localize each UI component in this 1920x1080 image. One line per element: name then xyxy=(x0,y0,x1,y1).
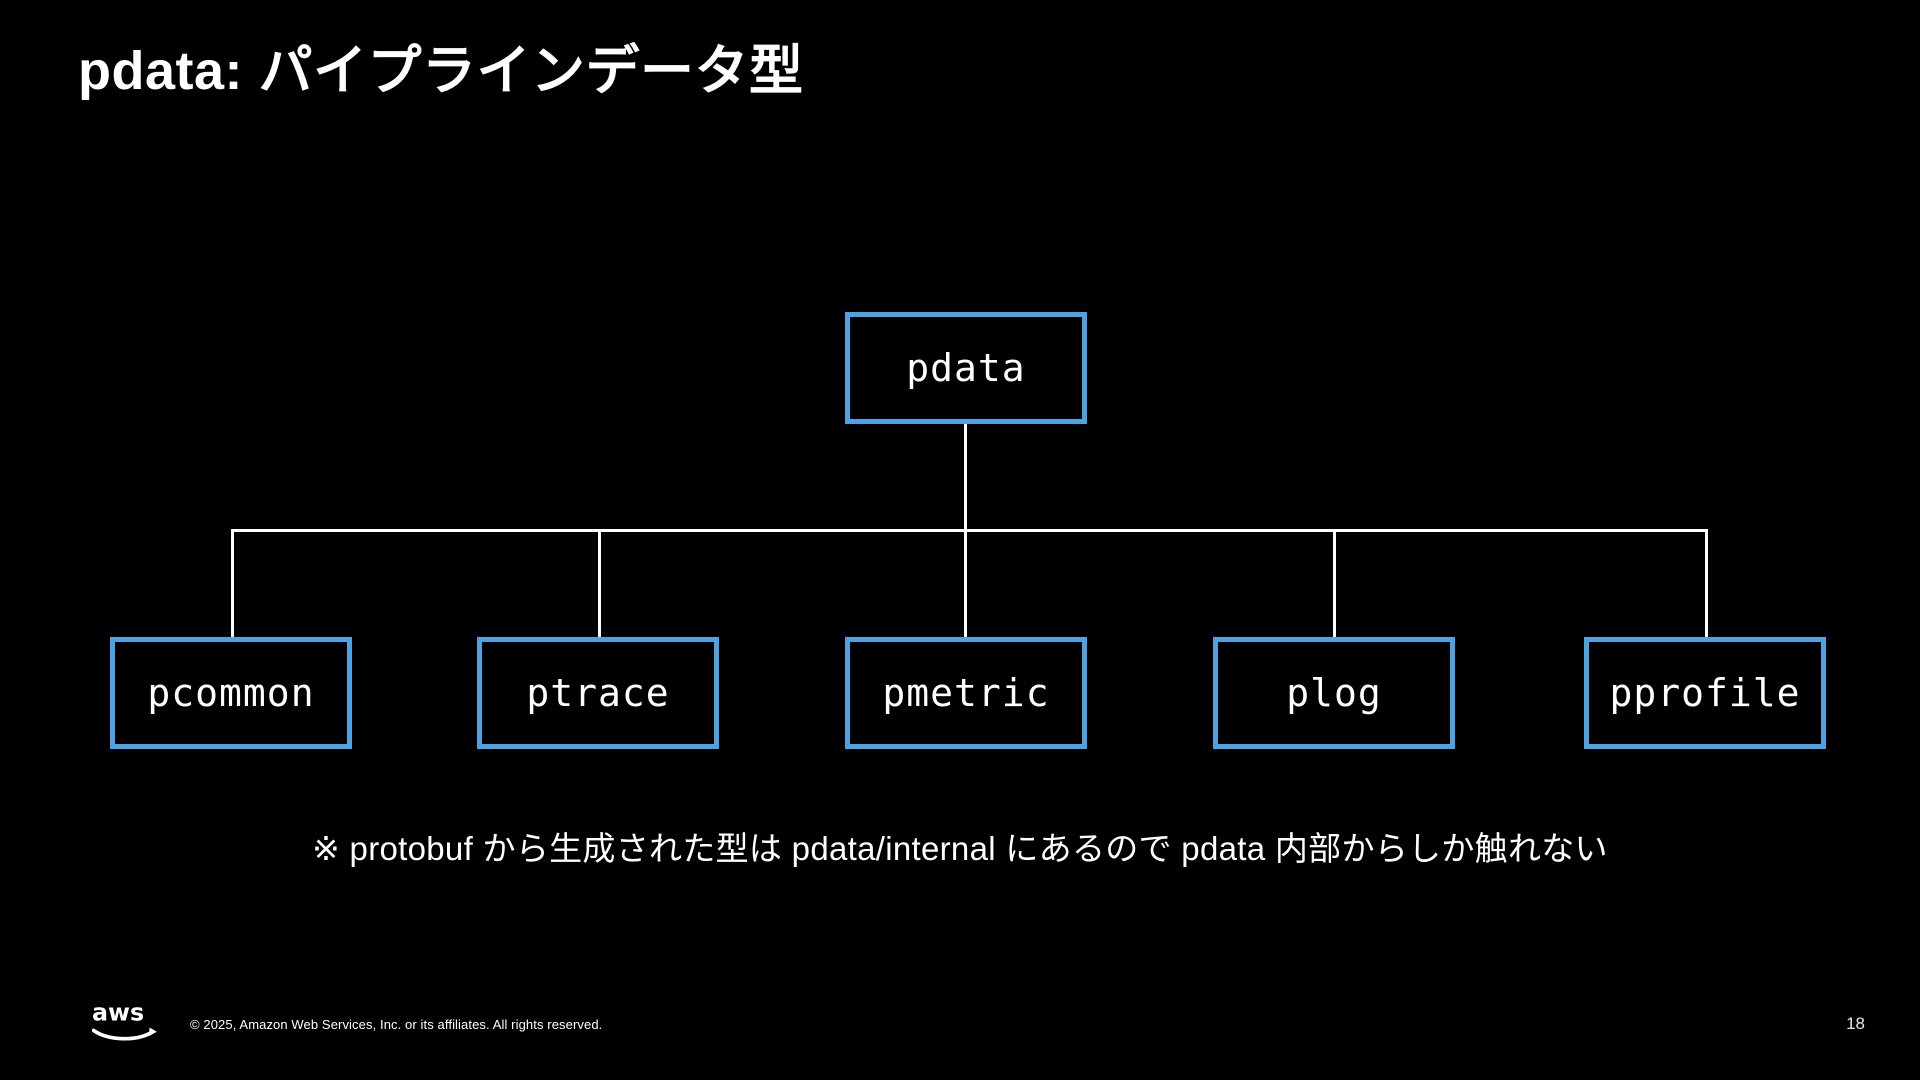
aws-logo-icon: aws xyxy=(91,998,164,1044)
connector-root-drop xyxy=(964,423,967,531)
node-plog: plog xyxy=(1213,637,1455,749)
slide-footer: aws © 2025, Amazon Web Services, Inc. or… xyxy=(0,970,1920,1080)
node-pdata: pdata xyxy=(845,312,1087,424)
node-plog-label: plog xyxy=(1286,671,1382,715)
copyright-text: © 2025, Amazon Web Services, Inc. or its… xyxy=(190,1017,603,1032)
connector-drop-pmetric xyxy=(964,529,967,639)
node-ptrace: ptrace xyxy=(477,637,719,749)
node-pdata-label: pdata xyxy=(906,346,1026,390)
page-title: pdata: パイプラインデータ型 xyxy=(78,41,804,101)
node-pprofile-label: pprofile xyxy=(1609,671,1801,715)
connector-drop-plog xyxy=(1333,529,1336,639)
node-pcommon-label: pcommon xyxy=(147,671,315,715)
node-ptrace-label: ptrace xyxy=(526,671,670,715)
node-pmetric-label: pmetric xyxy=(882,671,1050,715)
connector-drop-pprofile xyxy=(1705,529,1708,639)
connector-horizontal-bus xyxy=(231,529,1708,532)
footnote-text: ※ protobuf から生成された型は pdata/internal にあるの… xyxy=(312,830,1608,867)
svg-text:aws: aws xyxy=(92,998,144,1026)
node-pprofile: pprofile xyxy=(1584,637,1826,749)
connector-drop-pcommon xyxy=(231,529,234,639)
node-pcommon: pcommon xyxy=(110,637,352,749)
page-number: 18 xyxy=(1846,1014,1865,1033)
node-pmetric: pmetric xyxy=(845,637,1087,749)
connector-drop-ptrace xyxy=(598,529,601,639)
